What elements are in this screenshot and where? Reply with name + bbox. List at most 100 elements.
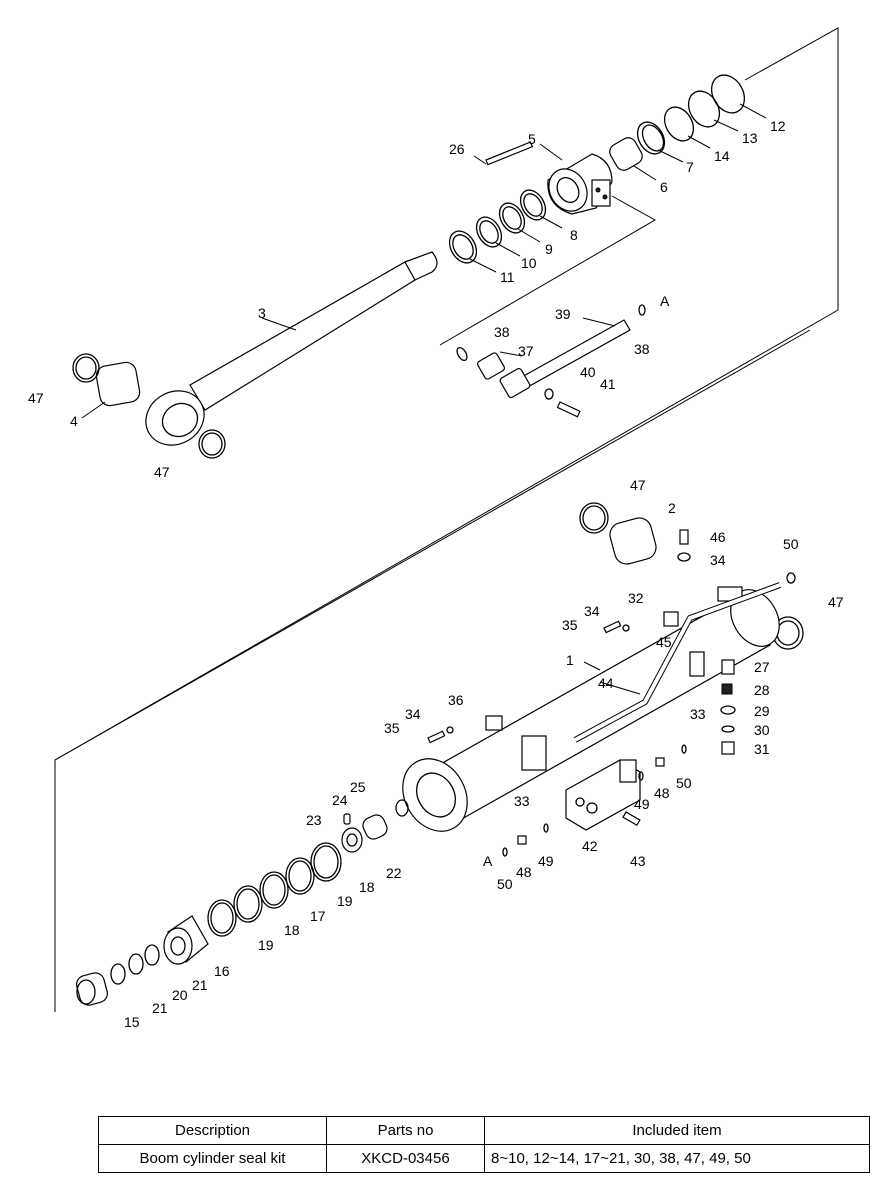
label-30: 30 <box>754 722 770 738</box>
label-22: 22 <box>386 865 402 881</box>
label-13: 13 <box>742 130 758 146</box>
label-6: 6 <box>660 179 668 195</box>
label-42: 42 <box>582 838 598 854</box>
label-A-top: A <box>660 293 670 309</box>
label-8: 8 <box>570 227 578 243</box>
label-18-a: 18 <box>359 879 375 895</box>
label-14: 14 <box>714 148 730 164</box>
label-46: 46 <box>710 529 726 545</box>
label-49-b: 49 <box>538 853 554 869</box>
bracket-36 <box>485 715 503 731</box>
valve-block-42 <box>565 759 641 831</box>
label-33-b: 33 <box>514 793 530 809</box>
boundary-diagonal <box>54 329 811 761</box>
label-23: 23 <box>306 812 322 828</box>
seal-ring-10 <box>475 216 521 257</box>
seal-ring-8 <box>519 189 563 229</box>
label-29: 29 <box>754 703 770 719</box>
label-31: 31 <box>754 741 770 757</box>
assembly-boundary-line <box>54 27 839 1012</box>
bolt-43 <box>622 811 641 827</box>
header-description: Description <box>98 1116 327 1145</box>
label-20: 20 <box>172 987 188 1003</box>
header-parts-no: Parts no <box>326 1116 485 1145</box>
label-19-b: 19 <box>258 937 274 953</box>
table-row: Boom cylinder seal kit XKCD-03456 8~10, … <box>98 1144 870 1173</box>
label-3: 3 <box>258 305 266 321</box>
label-21-a: 21 <box>192 977 208 993</box>
label-15: 15 <box>124 1014 140 1030</box>
cylinder-tube-1 <box>402 586 780 832</box>
bracket-32 <box>663 611 679 627</box>
label-36: 36 <box>448 692 464 708</box>
label-35-a: 35 <box>562 617 578 633</box>
bracket-33 <box>521 651 705 771</box>
label-44: 44 <box>598 675 614 691</box>
label-47-d: 47 <box>828 594 844 610</box>
seal-ring-17 <box>259 871 289 909</box>
seal-ring-47-top <box>579 502 609 534</box>
label-48-b: 48 <box>516 864 532 880</box>
seal-kit-table: Description Parts no Included item Boom … <box>98 1116 870 1173</box>
label-41: 41 <box>600 376 616 392</box>
fittings-48-49 <box>502 744 687 857</box>
bolt-46 <box>677 529 691 562</box>
label-35-b: 35 <box>384 720 400 736</box>
seal-ring-19 <box>207 857 315 937</box>
label-7: 7 <box>686 159 694 175</box>
label-45: 45 <box>656 634 672 650</box>
label-40: 40 <box>580 364 596 380</box>
washer-40 <box>544 388 554 400</box>
plug-31 <box>721 741 735 755</box>
label-4: 4 <box>70 413 78 429</box>
seal-ring-9 <box>498 202 541 243</box>
label-17: 17 <box>310 908 326 924</box>
bushing-6 <box>609 137 657 181</box>
seal-ring-18 <box>233 842 342 923</box>
seal-ring-12 <box>710 74 767 119</box>
label-50-b: 50 <box>676 775 692 791</box>
bushing-15 <box>76 972 108 1006</box>
label-34-b: 34 <box>584 603 600 619</box>
seal-ring-20-21 <box>110 944 160 985</box>
seal-ring-11 <box>448 230 497 273</box>
label-A-bottom: A <box>483 853 493 869</box>
oring-25 <box>395 799 409 817</box>
label-18-b: 18 <box>284 922 300 938</box>
table-header-row: Description Parts no Included item <box>98 1116 870 1145</box>
label-19-a: 19 <box>337 893 353 909</box>
label-2: 2 <box>668 500 676 516</box>
bolts-34-35 <box>427 620 630 744</box>
seal-ring-13 <box>687 90 739 132</box>
piston-16 <box>163 915 209 965</box>
label-28: 28 <box>754 682 770 698</box>
label-50-c: 50 <box>497 876 513 892</box>
oring-29 <box>720 705 736 715</box>
label-38-right: 38 <box>634 341 650 357</box>
label-32: 32 <box>628 590 644 606</box>
bushing-4 <box>81 361 141 419</box>
seal-ring-47 <box>72 353 226 459</box>
label-43: 43 <box>630 853 646 869</box>
label-10: 10 <box>521 255 537 271</box>
label-37: 37 <box>518 343 534 359</box>
label-5: 5 <box>528 131 536 147</box>
label-16: 16 <box>214 963 230 979</box>
label-1: 1 <box>566 652 574 668</box>
label-21-b: 21 <box>152 1000 168 1016</box>
label-27: 27 <box>754 659 770 675</box>
callout-labels: 12 13 14 7 6 5 26 8 9 10 11 3 39 A 38 38… <box>28 118 844 1030</box>
header-included-item: Included item <box>484 1116 870 1145</box>
piston-rod-3 <box>145 251 438 446</box>
spring-28 <box>721 683 733 695</box>
flange-37 <box>476 351 531 399</box>
cell-parts-no: XKCD-03456 <box>326 1144 485 1173</box>
label-26: 26 <box>449 141 465 157</box>
pipe-44 <box>573 582 782 743</box>
exploded-parts-diagram: 12 13 14 7 6 5 26 8 9 10 11 3 39 A 38 38… <box>28 27 844 1030</box>
label-39: 39 <box>555 306 571 322</box>
cap-27 <box>721 659 735 675</box>
oring-50 <box>786 572 796 584</box>
oring-30 <box>721 725 735 733</box>
seal-ring-14 <box>663 106 711 149</box>
